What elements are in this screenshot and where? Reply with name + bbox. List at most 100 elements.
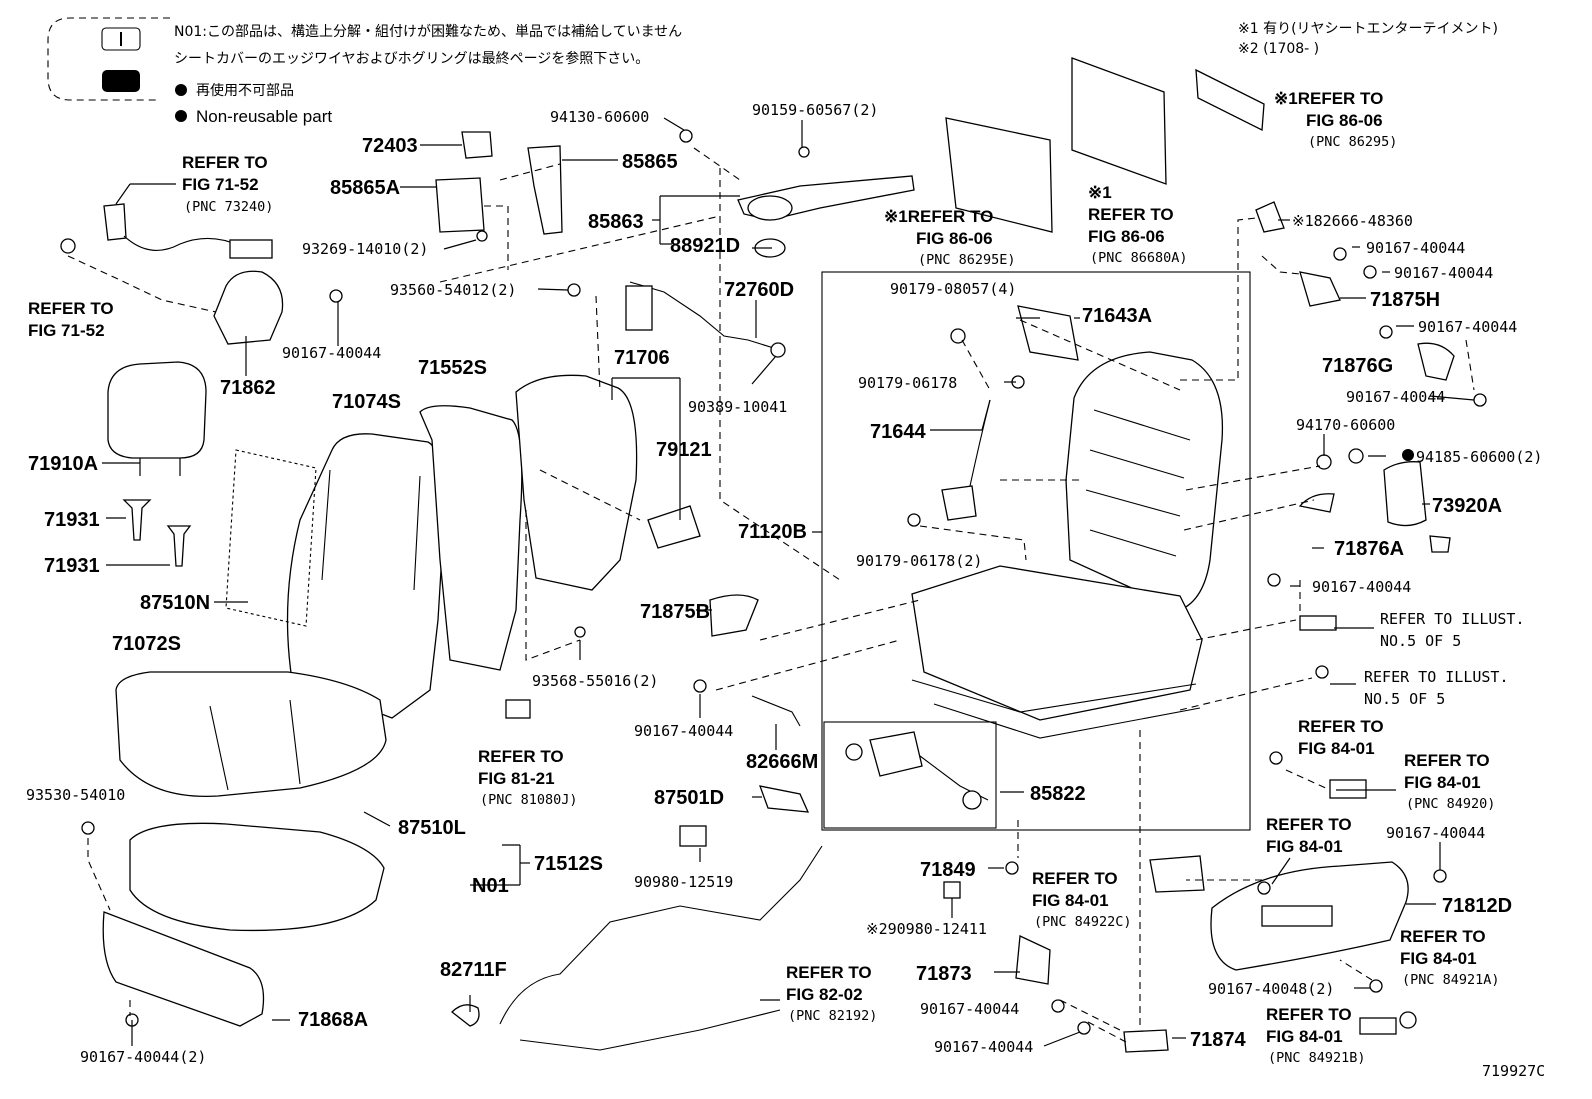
refer-callout: REFER TO FIG 84-01 (PNC 84921B) — [1266, 1005, 1366, 1066]
part-label: 72403 — [362, 135, 418, 157]
part-label: 85863 — [588, 211, 644, 233]
leader-lines — [102, 117, 1475, 1047]
part-label: 90167-40044 — [1394, 264, 1493, 282]
part-label: 90980-12519 — [634, 873, 733, 891]
svg-text:FIG 86-06: FIG 86-06 — [1306, 111, 1383, 130]
svg-text:※1REFER TO: ※1REFER TO — [884, 207, 993, 226]
part-label: 71072S — [112, 633, 181, 655]
svg-text:REFER TO: REFER TO — [1266, 815, 1352, 834]
part-label: 85865 — [622, 151, 678, 173]
svg-text:※1REFER TO: ※1REFER TO — [1274, 89, 1383, 108]
part-label: 71512S — [534, 853, 603, 875]
svg-text:REFER TO ILLUST.: REFER TO ILLUST. — [1380, 610, 1525, 628]
legend-filled-symbol — [102, 70, 140, 92]
refer-callout: ※1REFER TO FIG 86-06 (PNC 86295) — [1274, 89, 1397, 150]
svg-text:(PNC 84921A): (PNC 84921A) — [1402, 972, 1500, 988]
svg-text:(PNC 86295): (PNC 86295) — [1308, 134, 1397, 150]
legend-note-edge: シートカバーのエッジワイヤおよびホグリングは最終ページを参照下さい。 — [174, 50, 649, 67]
back-panel-shape — [1071, 57, 1167, 185]
svg-text:REFER TO: REFER TO — [1088, 205, 1174, 224]
part-label: 85865A — [330, 177, 400, 199]
part-label: 71931 — [44, 509, 100, 531]
svg-text:FIG 86-06: FIG 86-06 — [1088, 227, 1165, 246]
part-label: 94130-60600 — [550, 108, 649, 126]
seatback-frame-shape — [1065, 351, 1224, 611]
guide-shape — [166, 525, 192, 567]
svg-text:FIG 71-52: FIG 71-52 — [28, 321, 105, 340]
part-label: 71875B — [640, 601, 710, 623]
detail-box — [821, 271, 1251, 831]
part-label: N01 — [472, 875, 509, 897]
cushion-pad-shape — [129, 822, 385, 932]
svg-text:FIG 71-52: FIG 71-52 — [182, 175, 259, 194]
part-label: 90167-40044 — [634, 722, 733, 740]
svg-text:FIG 81-21: FIG 81-21 — [478, 769, 555, 788]
part-label: 90179-08057(4) — [890, 280, 1016, 298]
svg-text:REFER TO: REFER TO — [1032, 869, 1118, 888]
legend: N01:この部品は、構造上分解・組付けが困難なため、単品では補給していません シ… — [47, 17, 1498, 126]
svg-text:NO.5 OF 5: NO.5 OF 5 — [1380, 632, 1461, 650]
refer-callout: REFER TO FIG 84-01 — [1266, 815, 1352, 856]
svg-text:NO.5 OF 5: NO.5 OF 5 — [1364, 690, 1445, 708]
svg-text:(PNC 84920): (PNC 84920) — [1406, 796, 1495, 812]
part-label: 71120B — [738, 521, 807, 543]
part-label: 71876G — [1322, 355, 1393, 377]
part-label: 90167-40044 — [282, 344, 381, 362]
part-label: 82666M — [746, 751, 818, 773]
svg-text:REFER TO: REFER TO — [478, 747, 564, 766]
part-label: 71074S — [332, 391, 401, 413]
motor-shape — [869, 731, 923, 777]
part-label: 90167-40044 — [1366, 239, 1465, 257]
seatback-cover-shape — [419, 405, 523, 671]
svg-text:REFER TO: REFER TO — [1298, 717, 1384, 736]
part-label: 71862 — [220, 377, 276, 399]
refer-callout: REFER TO FIG 82-02 (PNC 82192) — [786, 963, 877, 1024]
svg-text:FIG 84-01: FIG 84-01 — [1400, 949, 1477, 968]
part-label: 90167-40044 — [934, 1038, 1033, 1056]
svg-text:(PNC 81080J): (PNC 81080J) — [480, 792, 578, 808]
part-label: 79121 — [656, 439, 712, 461]
bracket-shape — [461, 131, 493, 159]
legend-outline-symbol — [101, 27, 141, 51]
part-label: 71931 — [44, 555, 100, 577]
part-label: 90159-60567(2) — [752, 101, 878, 119]
part-label: 72760D — [724, 279, 794, 301]
seatback-board-shape — [515, 374, 638, 591]
part-label: 71876A — [1334, 538, 1404, 560]
legend-note-n01: N01:この部品は、構造上分解・組付けが困難なため、単品では補給していません — [174, 24, 682, 40]
shield-shape — [102, 911, 265, 1027]
svg-text:REFER TO ILLUST.: REFER TO ILLUST. — [1364, 668, 1509, 686]
svg-text:REFER TO: REFER TO — [182, 153, 268, 172]
part-label: 90167-40044 — [1346, 388, 1445, 406]
figure-id: 719927C — [1482, 1062, 1545, 1080]
bracket-shape — [435, 177, 485, 233]
refer-callouts: REFER TO FIG 71-52 (PNC 73240) REFER TO … — [28, 89, 1525, 1066]
seat-frame-shape — [911, 565, 1203, 721]
refer-callout: REFER TO FIG 71-52 (PNC 73240) — [182, 153, 273, 215]
refer-callout: REFER TO FIG 71-52 — [28, 299, 114, 340]
footnote-1: ※1 有り(リヤシートエンターテイメント) — [1238, 21, 1498, 37]
svg-text:(PNC 86295E): (PNC 86295E) — [918, 252, 1016, 268]
refer-callout: REFER TO ILLUST. NO.5 OF 5 — [1380, 610, 1525, 650]
part-label: ※290980-12411 — [866, 920, 987, 938]
part-label: 71643A — [1082, 305, 1152, 327]
dashed-guides — [67, 147, 1475, 1043]
part-label: 94170-60600 — [1296, 416, 1395, 434]
svg-text:FIG 84-01: FIG 84-01 — [1298, 739, 1375, 758]
svg-text:REFER TO: REFER TO — [1404, 751, 1490, 770]
headrest-shape — [107, 361, 207, 459]
part-label: 90179-06178 — [858, 374, 957, 392]
part-label: 87510L — [398, 817, 466, 839]
svg-text:FIG 84-01: FIG 84-01 — [1032, 891, 1109, 910]
inner-shield-shape — [213, 270, 284, 345]
part-label: 90167-40044 — [1386, 824, 1485, 842]
svg-text:(PNC 73240): (PNC 73240) — [184, 199, 273, 215]
svg-text:FIG 84-01: FIG 84-01 — [1266, 837, 1343, 856]
buckle-shape — [103, 203, 127, 241]
display-bracket-shape — [945, 117, 1053, 233]
part-label: 71706 — [614, 347, 670, 369]
part-label: 94185-60600(2) — [1416, 448, 1542, 466]
part-label: 93568-55016(2) — [532, 672, 658, 690]
part-label: 90167-40044 — [1418, 318, 1517, 336]
